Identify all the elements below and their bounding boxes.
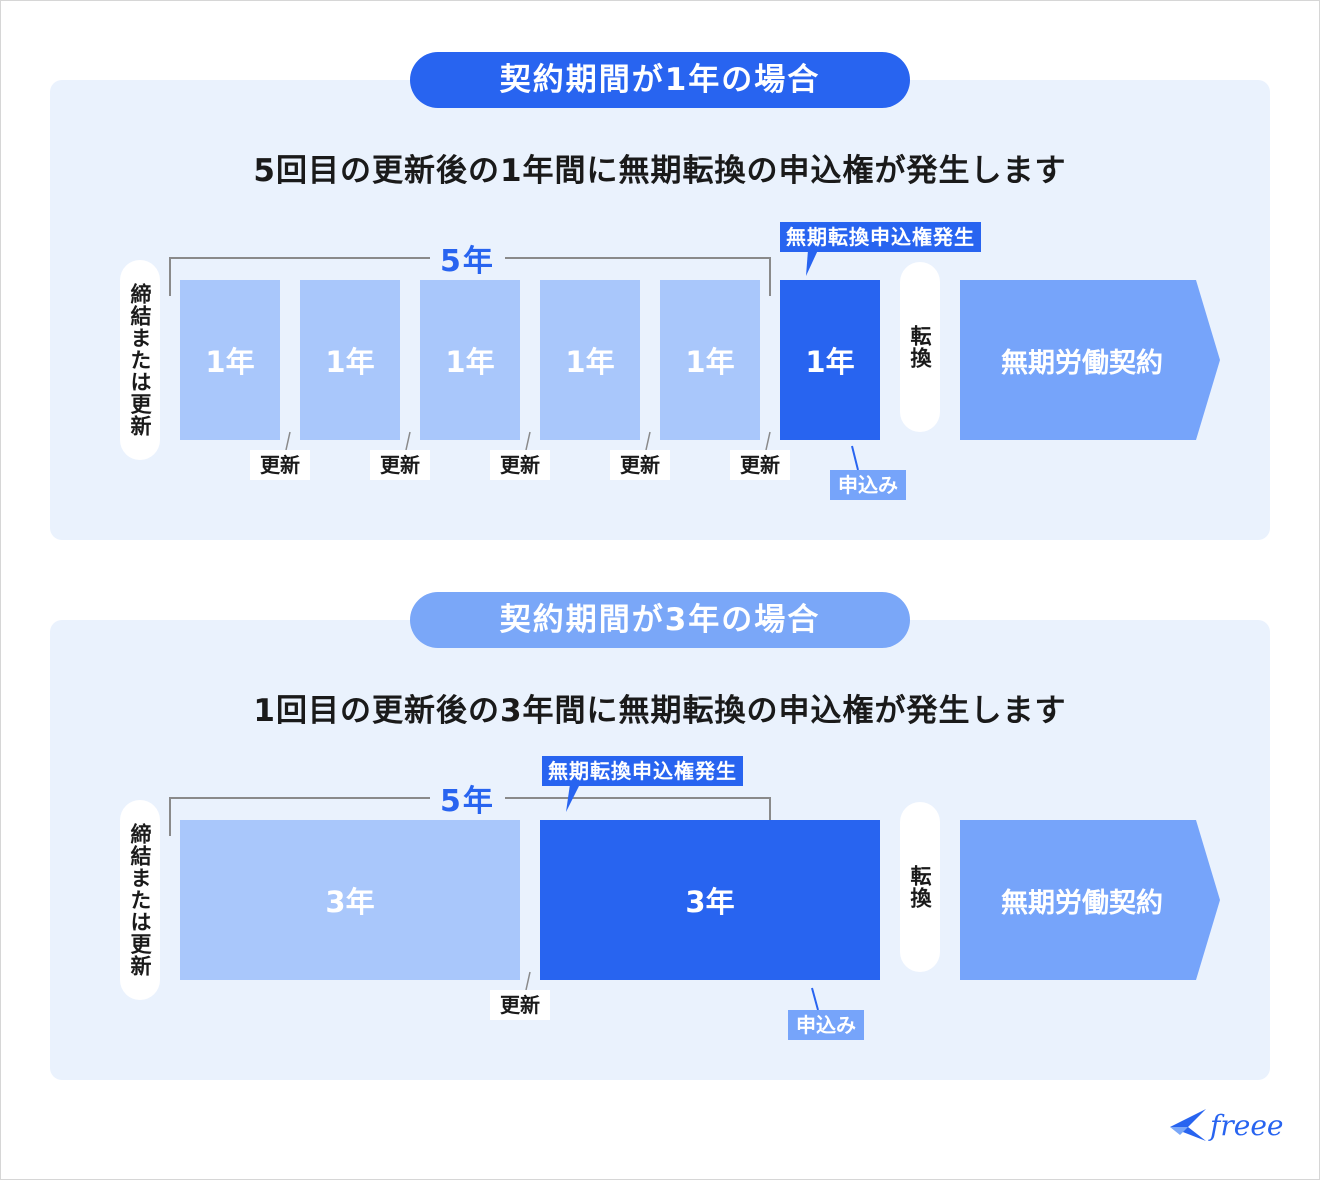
section1-apply-label: 申込み xyxy=(830,470,906,500)
section1-start-label: 締結または更新 xyxy=(120,260,160,460)
section2-term-block-2: 3年 xyxy=(540,820,880,980)
section1-renewal-2: 更新 xyxy=(370,450,430,480)
section1-term-block-1: 1年 xyxy=(180,280,280,440)
freee-logo: freee xyxy=(1166,1100,1283,1150)
section2-callout: 無期転換申込権発生 xyxy=(542,756,743,786)
section1-renewal-3: 更新 xyxy=(490,450,550,480)
section2-start-label: 締結または更新 xyxy=(120,800,160,1000)
section1-conversion-label: 転換 xyxy=(900,262,940,432)
section1-renewal-4: 更新 xyxy=(610,450,670,480)
section1-renewal-5: 更新 xyxy=(730,450,790,480)
section1-term-block-3: 1年 xyxy=(420,280,520,440)
section1-callout: 無期転換申込権発生 xyxy=(780,222,981,252)
section1-term-block-5: 1年 xyxy=(660,280,760,440)
section2-span-label: 5年 xyxy=(430,776,505,820)
section2-heading: 1回目の更新後の3年間に無期転換の申込権が発生します xyxy=(253,693,1067,729)
section1-heading: 5回目の更新後の1年間に無期転換の申込権が発生します xyxy=(253,153,1067,189)
section2-result-arrow: 無期労働契約 xyxy=(960,820,1220,980)
section2-apply-label: 申込み xyxy=(788,1010,864,1040)
section1-term-block-4: 1年 xyxy=(540,280,640,440)
freee-logo-text: freee xyxy=(1210,1108,1284,1142)
section1-title: 契約期間が1年の場合 xyxy=(410,52,910,108)
section2-renewal-1: 更新 xyxy=(490,990,550,1020)
section2-title: 契約期間が3年の場合 xyxy=(410,592,910,648)
section2-conversion-label: 転換 xyxy=(900,802,940,972)
section1-result-arrow: 無期労働契約 xyxy=(960,280,1220,440)
section1-term-block-6: 1年 xyxy=(780,280,880,440)
section1-renewal-1: 更新 xyxy=(250,450,310,480)
section2-term-block-1: 3年 xyxy=(180,820,520,980)
section1-span-label: 5年 xyxy=(430,236,505,280)
freee-bird-icon xyxy=(1170,1109,1206,1141)
section1-term-block-2: 1年 xyxy=(300,280,400,440)
